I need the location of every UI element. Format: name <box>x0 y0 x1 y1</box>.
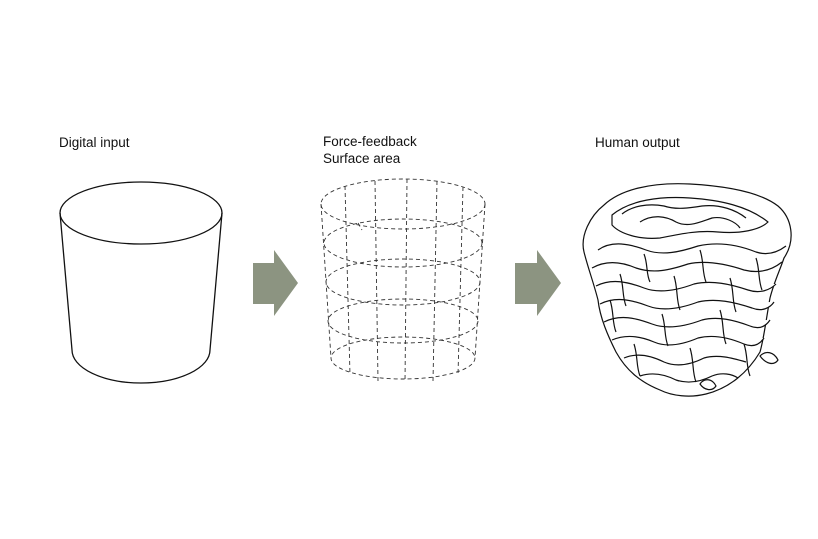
stage-label-force-feedback: Force-feedback Surface area <box>323 133 417 167</box>
arrow-right-icon <box>515 250 561 316</box>
stage-label-line: Human output <box>595 135 680 150</box>
stage-label-digital-input: Digital input <box>59 134 130 151</box>
stage-label-human-output: Human output <box>595 134 680 151</box>
dashed-wireframe-cylinder-icon <box>320 178 486 383</box>
stage-label-line: Force-feedback <box>323 134 417 149</box>
stage-label-line: Digital input <box>59 135 130 150</box>
solid-cylinder-icon <box>59 181 223 384</box>
stage-label-line: Surface area <box>323 151 401 166</box>
arrow-right-icon <box>253 250 298 316</box>
deformed-clay-vessel-icon <box>582 183 792 397</box>
